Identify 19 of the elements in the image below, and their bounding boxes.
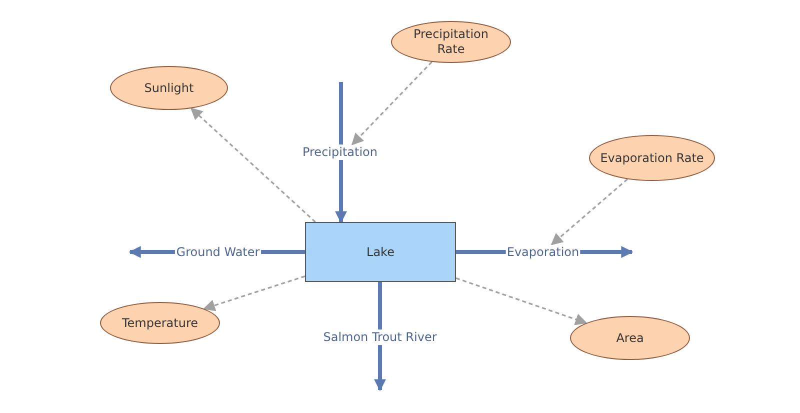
variable-ellipse: Area [570,316,690,360]
flow-arrow [374,344,386,392]
stock-box: Lake [305,222,456,282]
dashed-arrow [202,275,306,312]
dashed-arrow [190,108,316,223]
variable-ellipse: Precipitation Rate [391,21,511,63]
dashed-arrow [550,178,628,246]
flow-arrow [335,160,347,224]
flow-label: Salmon Trout River [322,330,438,344]
flow-label: Evaporation [506,244,580,260]
dashed-arrow [456,277,588,326]
variable-ellipse: Temperature [100,302,220,344]
flow-label: Precipitation [301,144,378,160]
variable-ellipse: Evaporation Rate [589,135,715,181]
flow-arrow [128,246,176,258]
variable-ellipse: Sunlight [110,66,228,110]
flow-arrow [580,246,634,258]
flow-label: Ground Water [175,244,261,260]
dashed-arrow [351,61,432,146]
